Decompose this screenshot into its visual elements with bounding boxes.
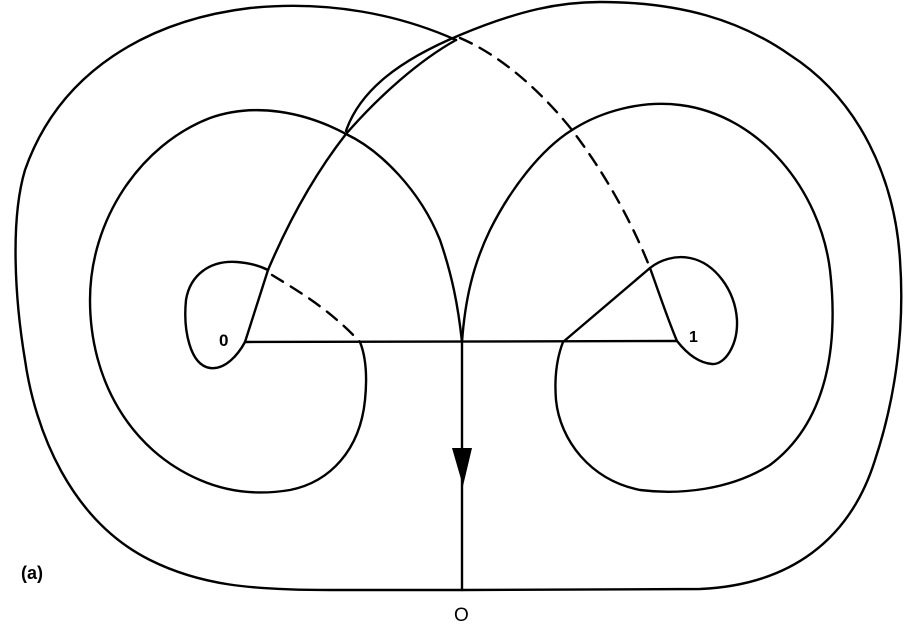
- outer-curve-right: [344, 0, 903, 592]
- left-small-loop: [184, 260, 270, 370]
- point-label-one: 1: [689, 329, 698, 346]
- point-label-origin: O: [454, 605, 469, 626]
- outer-curve-left: [14, 4, 464, 592]
- panel-label: (a): [21, 563, 43, 583]
- right-triangle-edge: [561, 266, 652, 344]
- right-middle-spiral: [554, 102, 834, 493]
- arrow-down-icon: [452, 448, 472, 486]
- left-branch-arc: [243, 38, 458, 344]
- right-inner-arc: [460, 128, 574, 344]
- right-small-loop: [648, 255, 739, 366]
- left-inner-arc: [344, 132, 464, 344]
- right-dashed-arc: [458, 36, 652, 270]
- point-label-zero: 0: [219, 331, 229, 350]
- left-dashed-arc: [270, 273, 362, 344]
- left-middle-spiral: [88, 109, 368, 494]
